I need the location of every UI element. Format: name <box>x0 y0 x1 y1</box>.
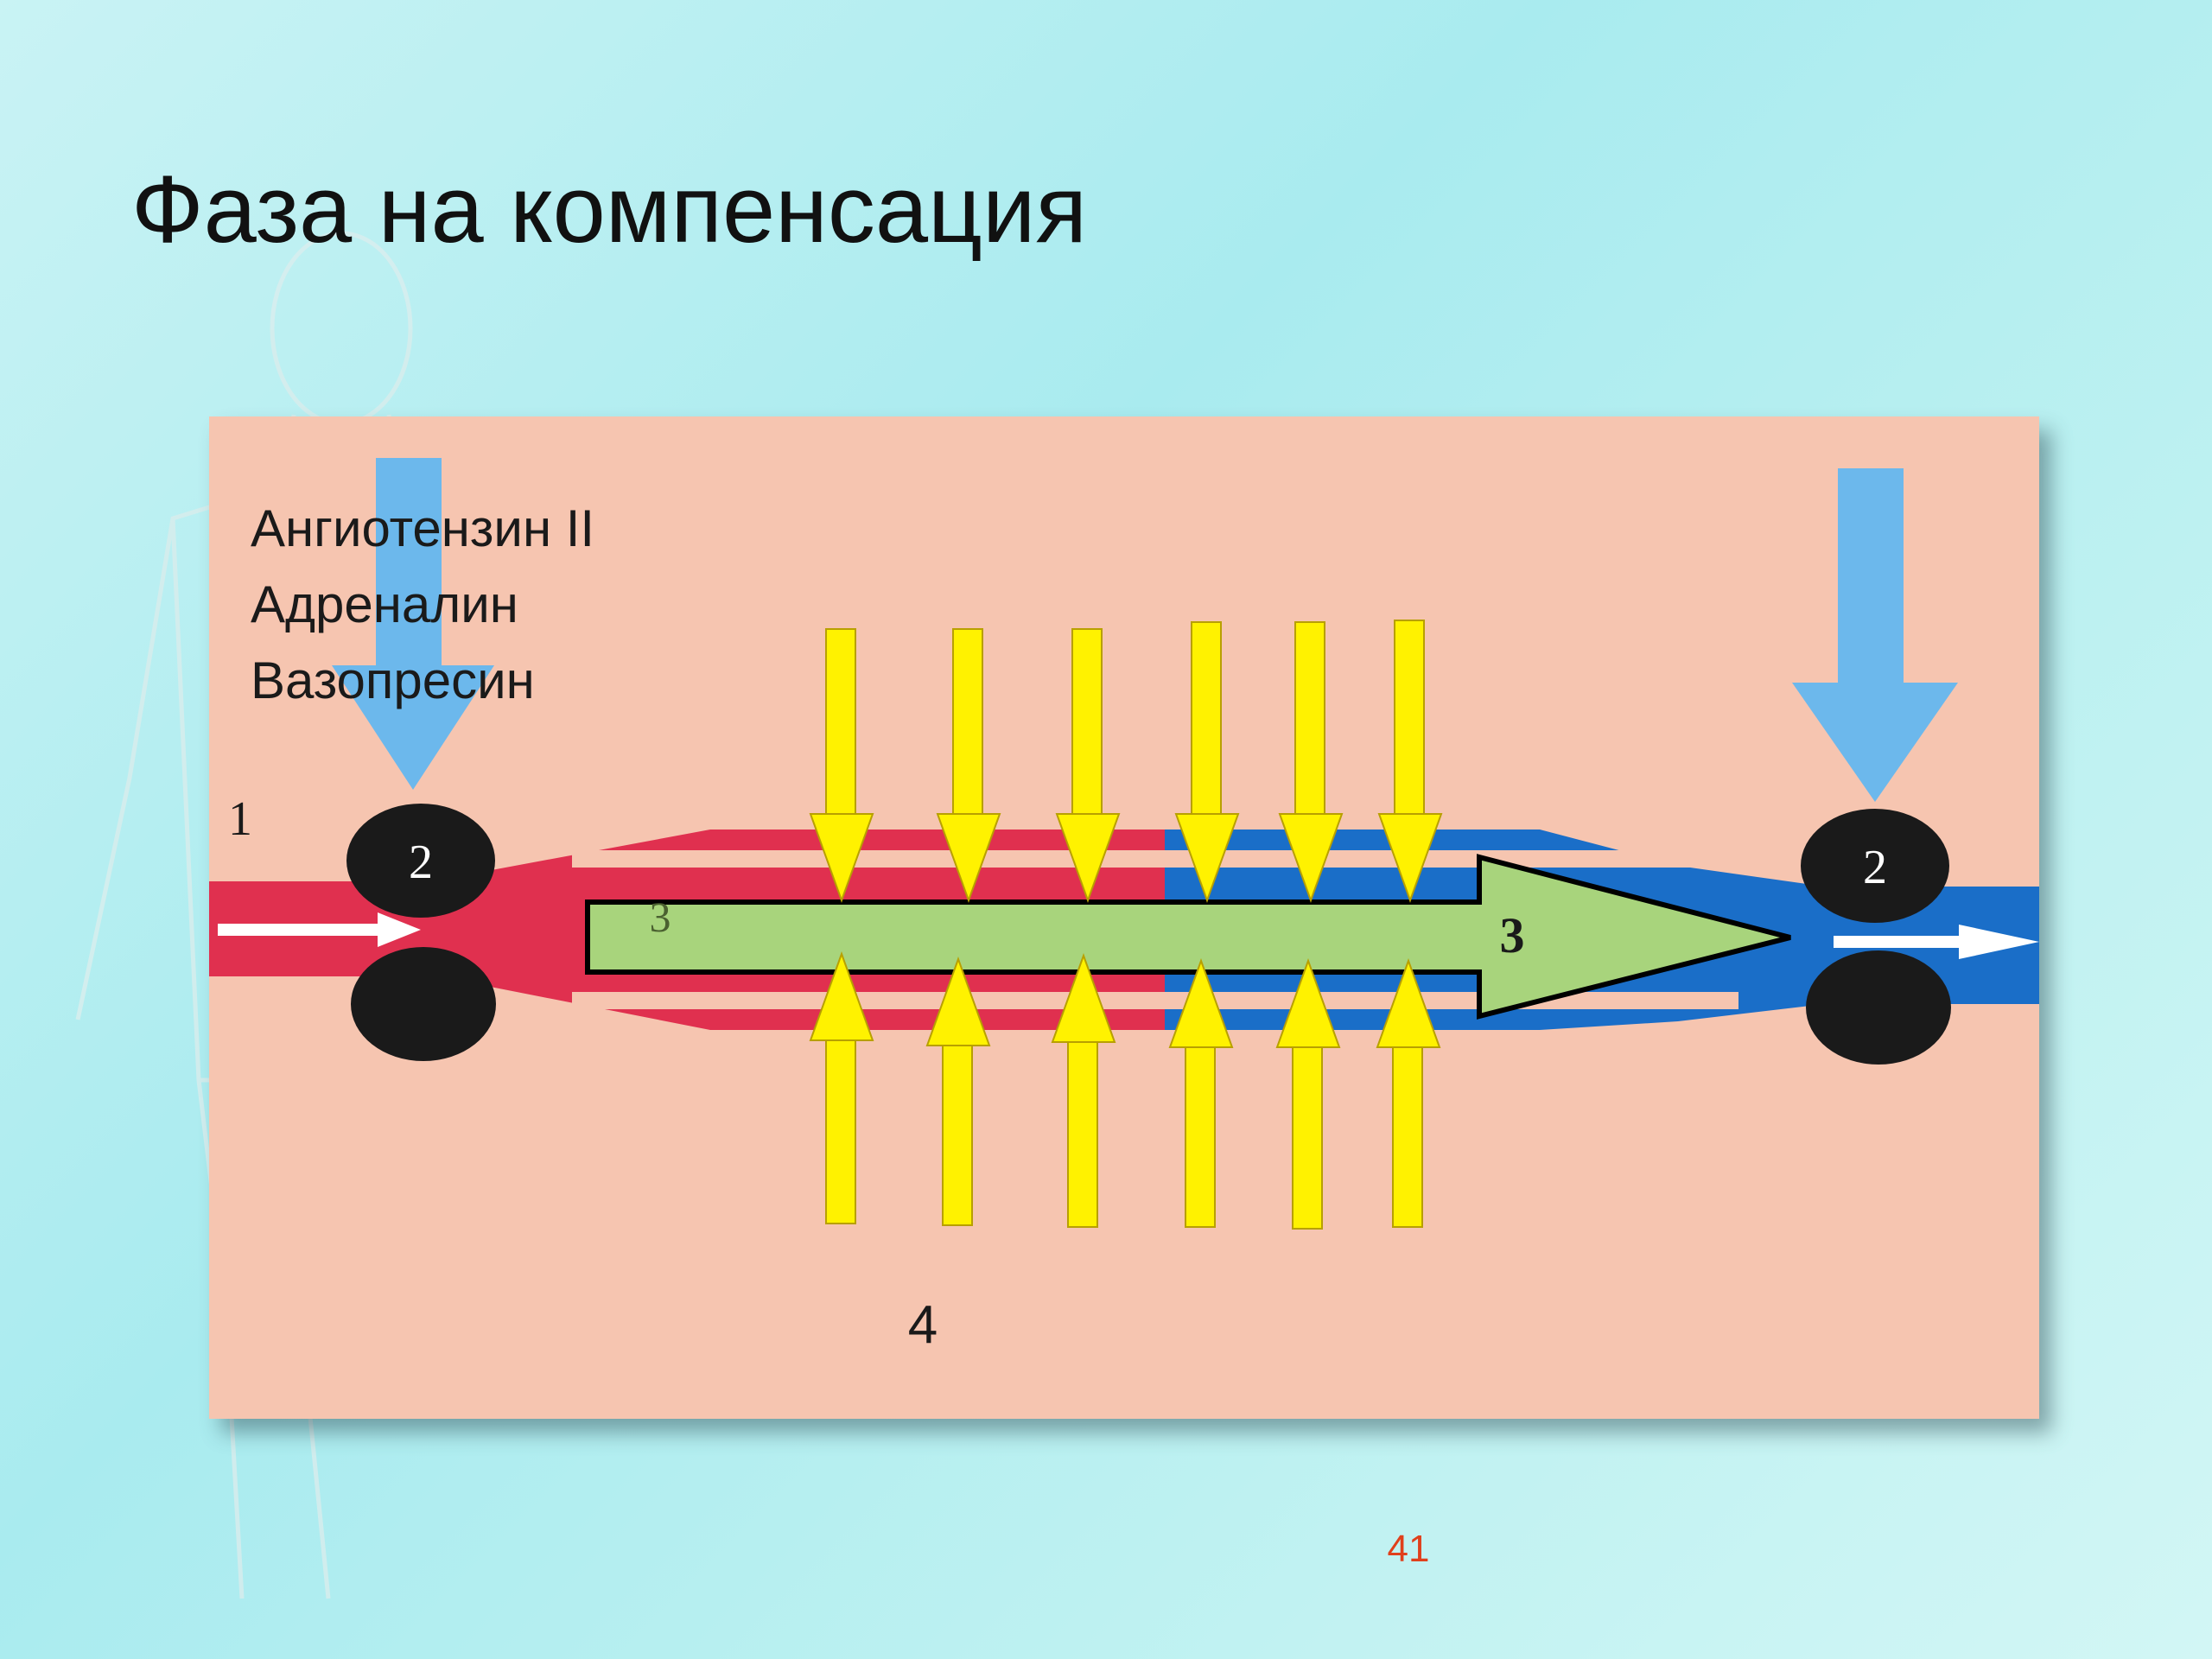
label-2-precapillary: 2 <box>409 836 433 889</box>
postcapillary-sphincter <box>1801 809 1951 1065</box>
diagram-panel: Ангиотензин II Адреналин Вазопресин 1 2 … <box>209 416 2039 1419</box>
label-3-capillary-inner: 3 <box>650 893 671 941</box>
filtration-arrows-bottom <box>809 951 1441 1230</box>
label-2-postcapillary: 2 <box>1863 841 1887 894</box>
outflow-arrow <box>1834 925 2039 959</box>
capillary-flow-arrow <box>585 854 1791 1020</box>
up-arrow-3 <box>1051 953 1116 1228</box>
up-arrow-1 <box>809 951 874 1224</box>
up-arrow-5 <box>1275 958 1341 1230</box>
up-arrow-4 <box>1168 958 1234 1228</box>
down-arrow-6 <box>1377 620 1443 903</box>
label-4-interstitium: 4 <box>908 1295 938 1355</box>
capillary-lower-lumen <box>572 992 1738 1009</box>
hormone-label-angiotensin: Ангиотензин II <box>251 499 594 557</box>
inflow-arrow <box>218 912 421 947</box>
down-arrow-2 <box>936 628 1001 903</box>
filtration-arrows-top <box>809 620 1443 903</box>
slide-title: Фаза на компенсация <box>131 156 1088 263</box>
down-arrow-1 <box>809 628 874 903</box>
hormone-arrow-right <box>1792 468 1958 802</box>
hormone-label-adrenaline: Адреналин <box>251 575 518 633</box>
label-3-capillary-tip: 3 <box>1500 907 1525 963</box>
down-arrow-4 <box>1174 621 1240 903</box>
hormone-arrow-left <box>332 458 494 790</box>
down-arrow-5 <box>1278 621 1344 903</box>
capillary-upper-lumen <box>572 850 1738 868</box>
slide-page-number: 41 <box>1387 1528 1430 1570</box>
label-1-arteriole: 1 <box>228 792 252 846</box>
up-arrow-6 <box>1376 958 1441 1228</box>
precapillary-sphincter <box>346 804 496 1061</box>
up-arrow-2 <box>925 957 991 1226</box>
hormone-label-vasopressin: Вазопресин <box>251 652 535 709</box>
down-arrow-3 <box>1055 628 1121 903</box>
microcirculation-diagram: Ангиотензин II Адреналин Вазопресин 1 2 … <box>209 458 2039 1355</box>
